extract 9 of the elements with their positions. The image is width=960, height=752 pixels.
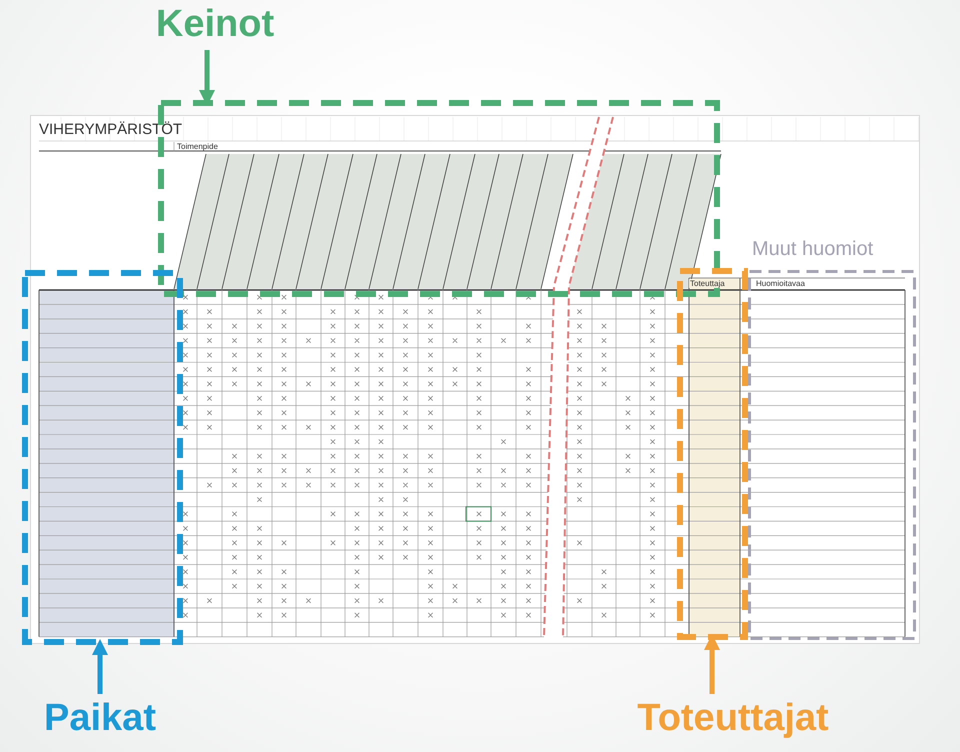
- arrow: [92, 639, 108, 694]
- annotation-label: Keinot: [140, 0, 290, 50]
- annotation-label: Paikat: [20, 694, 180, 744]
- annotation-label: Toteuttajat: [628, 694, 838, 744]
- column-header: Huomioitavaa: [755, 279, 806, 288]
- table-title: VIHERYMPÄRISTÖT: [39, 121, 182, 139]
- region-heading: Muut huomiot: [752, 237, 874, 262]
- column-header: Toimenpide: [176, 142, 219, 151]
- column-header: Toteuttaja: [689, 279, 726, 288]
